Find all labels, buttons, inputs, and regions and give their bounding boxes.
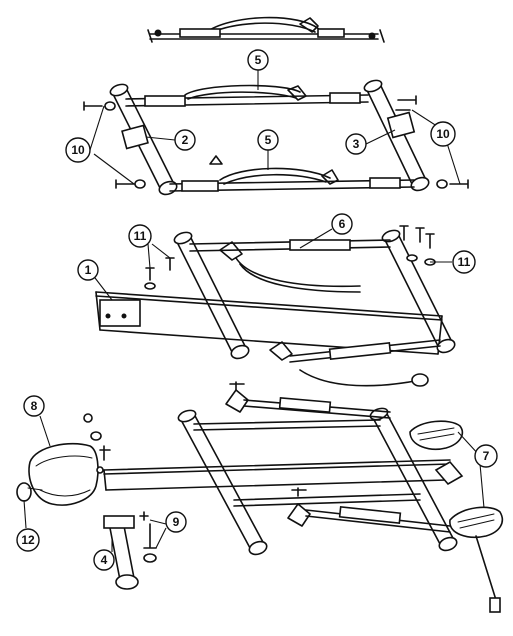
main-frame: [95, 225, 456, 387]
callout-1-label: 1: [85, 263, 92, 277]
callout-9: 9: [165, 511, 187, 533]
callout-11-left: 11: [128, 224, 152, 248]
callout-10-left: 10: [65, 137, 91, 163]
callout-2: 2: [174, 129, 196, 151]
callout-12-label: 12: [21, 533, 35, 547]
callout-8-label: 8: [31, 399, 38, 413]
hinge-frame: [83, 79, 469, 196]
callout-11-left-label: 11: [134, 229, 147, 243]
callout-12: 12: [16, 528, 40, 552]
callout-8: 8: [23, 395, 45, 417]
callout-3: 3: [345, 133, 367, 155]
callout-7-label: 7: [483, 449, 490, 463]
callout-4-label: 4: [101, 553, 108, 567]
callout-6-top-label: 5: [255, 53, 262, 67]
callout-11-right-label: 11: [458, 255, 471, 269]
base-assembly: [16, 381, 504, 613]
callout-2-label: 2: [182, 133, 189, 147]
callout-6-top: 5: [247, 49, 269, 71]
callout-3-label: 3: [353, 137, 360, 151]
callout-10-left-label: 10: [71, 143, 85, 157]
callout-10-right-label: 10: [436, 127, 450, 141]
callout-9-label: 9: [173, 515, 180, 529]
callout-10-right: 10: [430, 121, 456, 147]
callout-4: 4: [93, 549, 115, 571]
leader-lines: [23, 70, 485, 552]
callout-6-mid-label: 6: [339, 217, 346, 231]
callout-5-label: 5: [265, 133, 272, 147]
callout-1: 1: [77, 259, 99, 281]
folded-assembly: [147, 16, 385, 43]
callout-7: 7: [474, 444, 498, 468]
callout-6-mid: 6: [331, 213, 353, 235]
callout-5: 5: [257, 129, 279, 151]
callout-11-right: 11: [452, 250, 476, 274]
